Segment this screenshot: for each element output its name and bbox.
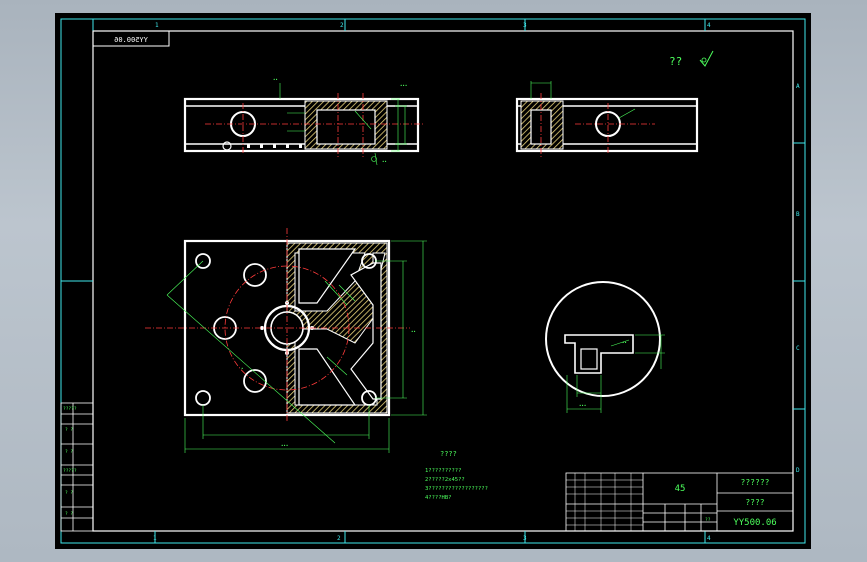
code-box: YY500.06	[92, 30, 170, 47]
note-line-1: 1??????????	[425, 468, 461, 474]
notes-heading: ????	[440, 450, 457, 458]
left-table-cell-1: ?????	[63, 406, 77, 412]
zone-row-d: D	[796, 467, 800, 474]
title-block: 45 ?????? ???? YY500.06 ??	[565, 472, 794, 532]
zone-col-1: 1	[155, 22, 159, 29]
zone-col-4-bottom: 4	[707, 535, 711, 542]
left-table-cell-6: ? ?	[65, 511, 73, 517]
zone-row-a: A	[796, 83, 800, 90]
left-table-cell-3: ? ?	[65, 449, 73, 455]
left-table-cell-5: ? ?	[65, 490, 73, 496]
zone-row-c: C	[796, 345, 800, 352]
roughness-symbol: ??	[669, 50, 714, 68]
svg-text:••: ••	[273, 77, 278, 82]
check-roughness-icon	[699, 50, 714, 67]
title-block-unit: ????	[745, 498, 764, 507]
left-table-cell-2: ? ?	[65, 427, 73, 433]
title-block-material: 45	[675, 484, 686, 494]
zone-col-4: 4	[707, 22, 711, 29]
detail-view: •• •••	[545, 281, 665, 413]
side-view	[515, 81, 699, 158]
svg-text:•••: •••	[579, 403, 586, 408]
zone-row-b: B	[796, 211, 800, 218]
svg-text:••: ••	[382, 159, 387, 164]
title-block-scale-label: ??	[705, 517, 711, 523]
svg-text:•: •	[241, 366, 243, 371]
zone-column-labels: 1 2 3 4 1 2 3 4 A B C D	[153, 22, 800, 542]
note-line-3: 3??????????????????	[425, 486, 488, 492]
svg-text:•••: •••	[281, 443, 288, 448]
zone-col-2: 2	[340, 22, 344, 29]
svg-text:••: ••	[622, 340, 627, 345]
zone-col-2-bottom: 2	[337, 535, 341, 542]
drawing-frame	[60, 18, 806, 544]
zone-col-1-bottom: 1	[153, 535, 157, 542]
code-box-text: YY500.06	[114, 36, 148, 44]
zone-col-3-bottom: 3	[523, 535, 527, 542]
title-block-part-name: ??????	[741, 478, 770, 487]
roughness-text: ??	[669, 55, 682, 68]
zone-col-3: 3	[523, 22, 527, 29]
left-table-cell-4: ?????	[63, 468, 77, 474]
svg-text:•••: •••	[400, 83, 407, 88]
top-view: ••• •• •	[145, 228, 427, 453]
note-line-2: 2?????2x45??	[425, 477, 465, 483]
left-side-table: ????? ? ? ? ? ????? ? ? ? ?	[60, 402, 94, 532]
svg-text:••: ••	[411, 329, 416, 334]
front-view: •• ••• ••	[183, 77, 425, 166]
drawing-sheet: 1 2 3 4 1 2 3 4 A B C D YY500.06 ??	[55, 13, 811, 549]
title-block-drawing-number: YY500.06	[733, 518, 776, 528]
technical-notes: ???? 1?????????? 2?????2x45?? 3?????????…	[425, 450, 488, 501]
cad-drawing: 1 2 3 4 1 2 3 4 A B C D YY500.06 ??	[60, 18, 806, 544]
note-line-4: 4????HB?	[425, 495, 452, 501]
